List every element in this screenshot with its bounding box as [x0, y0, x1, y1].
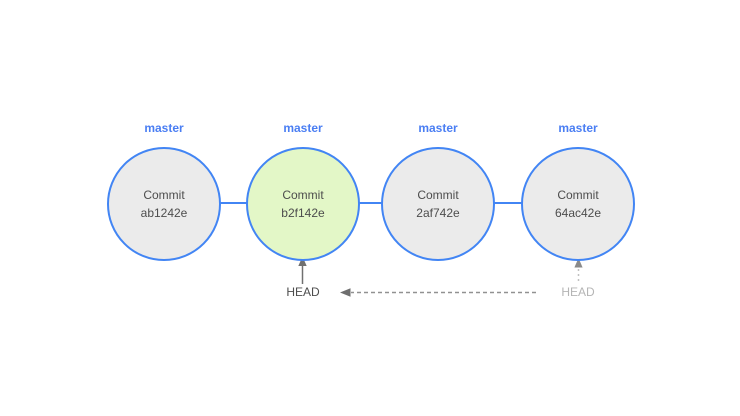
head-move-dashed-arrow: [340, 288, 536, 297]
head-previous-label: HEAD: [561, 285, 595, 299]
commit-node-ab1242e: Commit ab1242e: [107, 147, 221, 261]
commit-title: Commit: [282, 188, 324, 202]
commit-hash: 64ac42e: [554, 206, 602, 220]
commit-hash: b2f142e: [281, 206, 325, 220]
branch-label-master-1: master: [144, 121, 184, 135]
head-current-label: HEAD: [286, 285, 320, 299]
commit-node-b2f142e-highlighted: Commit b2f142e: [246, 147, 360, 261]
commit-node-2af742e: Commit 2af742e: [381, 147, 495, 261]
branch-label-master-2: master: [283, 121, 323, 135]
commit-title: Commit: [143, 188, 185, 202]
commit-title: Commit: [417, 188, 459, 202]
commit-title: Commit: [557, 188, 599, 202]
head-previous-dotted-arrow: [574, 258, 583, 281]
branch-label-master-4: master: [558, 121, 598, 135]
head-current-arrow: [298, 256, 307, 284]
commit-hash: 2af742e: [416, 206, 460, 220]
branch-label-master-3: master: [418, 121, 458, 135]
commit-node-64ac42e: Commit 64ac42e: [521, 147, 635, 261]
commit-hash: ab1242e: [140, 206, 188, 220]
